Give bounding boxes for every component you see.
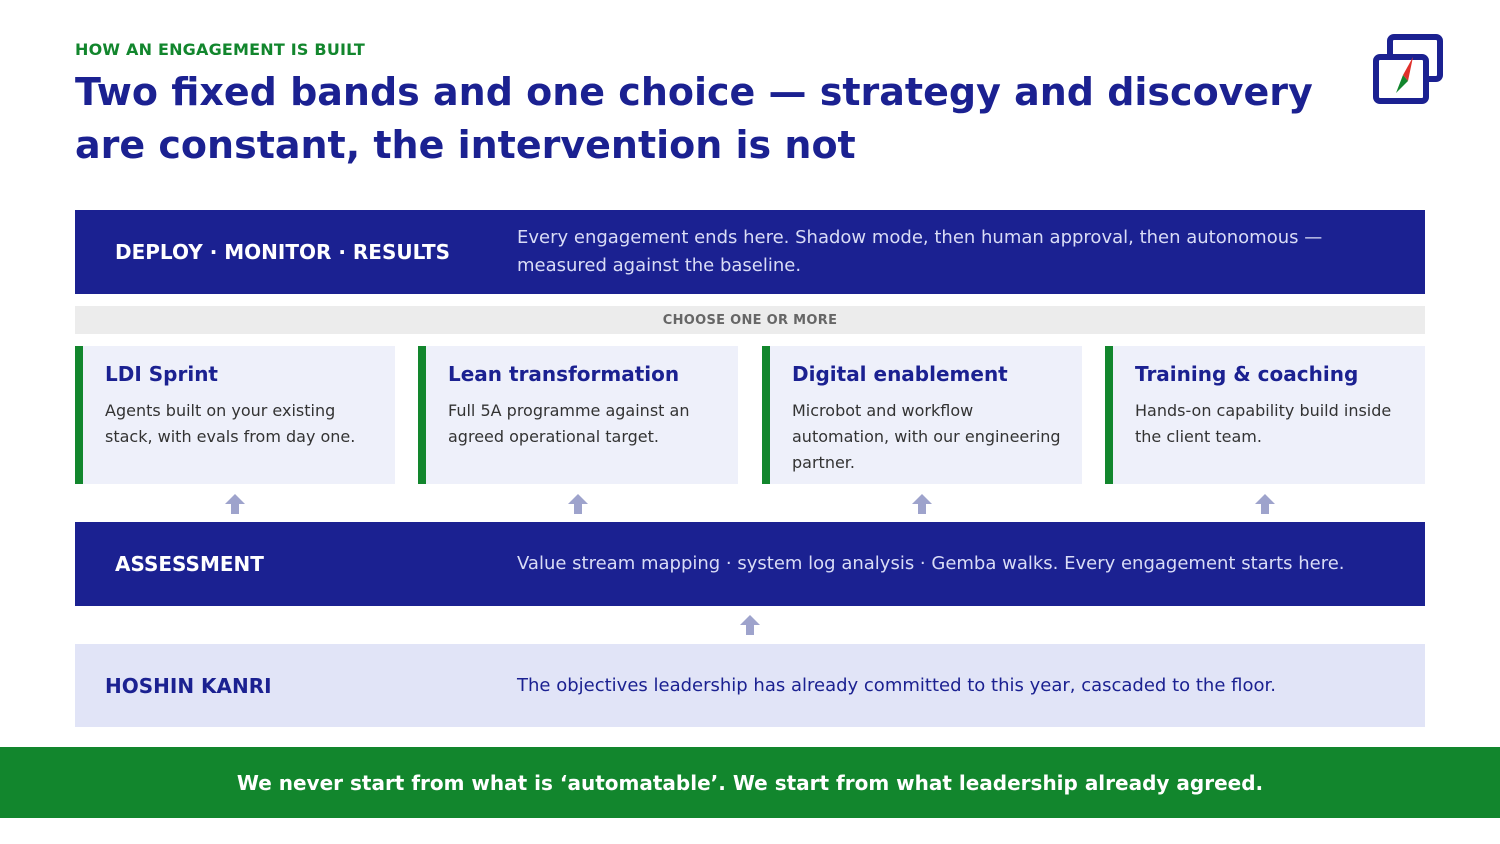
hoshin-kanri-description: The objectives leadership has already co…	[517, 674, 1276, 696]
assessment-band: ASSESSMENT Value stream mapping · system…	[75, 522, 1425, 606]
option-title: Digital enablement	[792, 362, 1008, 386]
footer-banner: We never start from what is ‘automatable…	[0, 747, 1500, 818]
up-arrow-icon	[568, 494, 588, 514]
option-title: LDI Sprint	[105, 362, 218, 386]
assessment-description: Value stream mapping · system log analys…	[517, 553, 1345, 574]
hoshin-kanri-band: HOSHIN KANRI The objectives leadership h…	[75, 644, 1425, 727]
option-card-ldi-sprint: LDI Sprint Agents built on your existing…	[75, 346, 395, 484]
hoshin-kanri-label: HOSHIN KANRI	[105, 673, 272, 698]
option-description: Microbot and workflow automation, with o…	[792, 401, 1061, 472]
deploy-description: Every engagement ends here. Shadow mode,…	[517, 227, 1323, 276]
up-arrow-icon	[740, 615, 760, 635]
option-card-lean-transformation: Lean transformation Full 5A programme ag…	[418, 346, 738, 484]
option-description: Full 5A programme against an agreed oper…	[448, 401, 690, 446]
up-arrow-icon	[1255, 494, 1275, 514]
deploy-label: DEPLOY · MONITOR · RESULTS	[115, 240, 451, 264]
up-arrow-icon	[225, 494, 245, 514]
option-title: Lean transformation	[448, 362, 680, 386]
deploy-band: DEPLOY · MONITOR · RESULTS Every engagem…	[75, 210, 1425, 294]
up-arrow-icon	[912, 494, 932, 514]
option-description: Agents built on your existing stack, wit…	[105, 401, 356, 446]
choose-one-or-more-label: CHOOSE ONE OR MORE	[75, 306, 1425, 334]
eyebrow-label: HOW AN ENGAGEMENT IS BUILT	[75, 40, 366, 59]
assessment-label: ASSESSMENT	[115, 552, 264, 576]
option-title: Training & coaching	[1135, 362, 1359, 386]
option-card-digital-enablement: Digital enablement Microbot and workflow…	[762, 346, 1082, 484]
compass-window-logo	[1373, 34, 1443, 104]
option-card-training-coaching: Training & coaching Hands-on capability …	[1105, 346, 1425, 484]
page-title: Two fixed bands and one choice — strateg…	[75, 70, 1313, 167]
option-description: Hands-on capability build inside the cli…	[1135, 401, 1392, 446]
